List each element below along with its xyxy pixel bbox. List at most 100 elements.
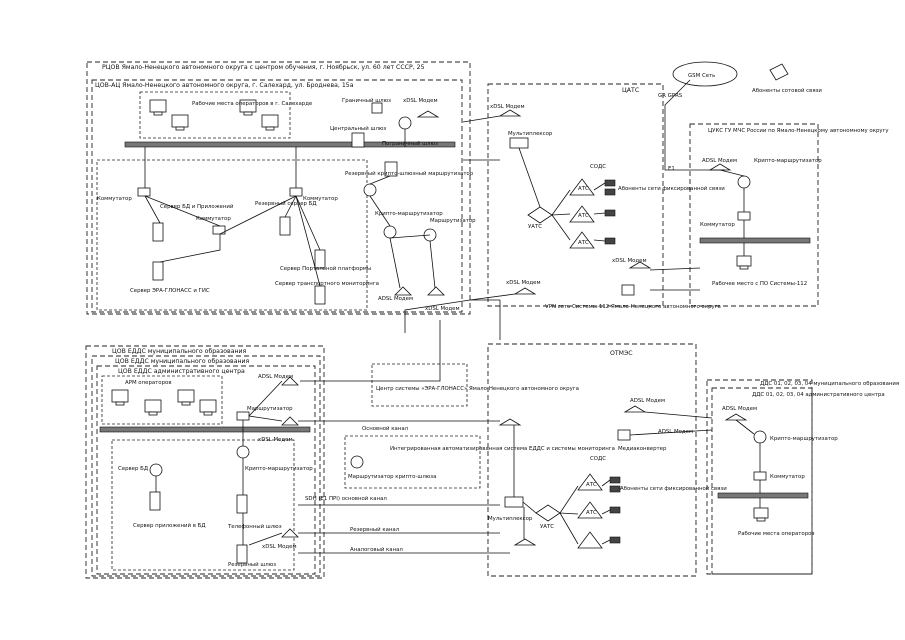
otmc-title: ОТМЭС <box>610 350 633 357</box>
ccb-title: ЦОВ-АЦ Ямало-Ненецкого автономного округ… <box>95 82 354 89</box>
eds-cdds-title2: ЦОВ ЕДДС муниципального образования <box>115 357 250 365</box>
arm-box <box>101 375 223 425</box>
dds-bus <box>717 492 809 499</box>
line2-label: SDH (E1 ПРI) основной канал <box>305 495 387 502</box>
otmc-phone-icon <box>609 476 621 544</box>
otmc-ats1-label: АТС <box>586 482 597 488</box>
links <box>144 129 436 289</box>
phone-icon <box>769 63 789 81</box>
modem-icon <box>394 110 445 296</box>
eds-outer-box <box>85 345 325 579</box>
mchs-link-label: xDSL Модем <box>612 258 647 264</box>
arm-monitor-icon <box>111 389 217 416</box>
mchs-workplace-label: Рабочее место с ПО Системы-112 <box>712 281 807 287</box>
otmc-ats2-label: АТС <box>586 510 597 516</box>
ats-box <box>487 83 664 307</box>
mchs-line-label: E1 <box>668 166 675 172</box>
mchs-adsl-label: ADSL Модем <box>702 158 737 164</box>
portal-server-label: Сервер Портальной платформы <box>280 265 371 272</box>
eds-server-backup-label: Резервный шлюз <box>228 561 276 568</box>
db-server-label: Сервер БД и Приложений <box>160 203 234 210</box>
xdsl-modem-bottom-label: xDSL Модем <box>425 306 460 312</box>
arm-label: АРМ операторов <box>125 380 172 386</box>
line3-label: Резервный канал <box>350 526 399 533</box>
dds-workplace-label: Рабочие места операторов <box>738 531 815 537</box>
otmc-mux-icon <box>504 496 524 508</box>
ats-so-label: СОДС <box>590 164 606 170</box>
eds-server-box <box>111 439 295 571</box>
servers-box <box>96 159 368 311</box>
ats1-label: АТС <box>578 186 589 192</box>
eds-crypto-label: Крипто-маршрутизатор <box>245 466 313 472</box>
otmc-box <box>487 343 697 577</box>
dds-monitor-icon <box>753 507 769 522</box>
mchs-modem-icon <box>708 163 732 171</box>
eds-router-label: Маршрутизатор <box>247 406 293 412</box>
ats-adsl-label: xDSL Модем <box>490 104 525 110</box>
long-connectors <box>462 79 725 436</box>
dds-modem-icon <box>724 413 748 421</box>
otmc-subscribers-label: Абоненты сети фиксированной связи <box>620 485 727 492</box>
eds-server-db-label: Сервер БД <box>118 466 148 472</box>
integration-router-icon <box>350 455 364 469</box>
main-switch-label: Коммутатор <box>196 216 231 222</box>
workplaces-label: Рабочие места операторов в г. Салехарде <box>192 101 313 107</box>
dds-links <box>735 419 761 508</box>
gsm-link-label: GR GPRS <box>658 93 683 99</box>
region-outer-box <box>86 61 471 315</box>
vpn-caption: VPN сеть Системы-112 Ямало-Ненецкого авт… <box>545 304 721 310</box>
integration-router-label: Маршрутизатор крипто-шлюза <box>348 474 436 480</box>
dds-switch-icon <box>753 471 767 481</box>
mchs-crypto-label: Крипто-маршрутизатор <box>754 158 822 164</box>
gsm-label: GSM Сеть <box>688 73 715 79</box>
mchs-switch-label: Коммутатор <box>700 222 735 228</box>
mchs-bus <box>699 237 811 244</box>
eds-adsl-label: ADSL Модем <box>258 374 293 380</box>
monitor-icon <box>149 99 279 131</box>
commutator-label: Коммутатор <box>97 196 132 202</box>
otmc-so-label: СОДС <box>590 456 606 462</box>
ats-router-label: Мультиплексор <box>508 131 553 137</box>
dds-title1: ДДС 01, 02, 03, 04 муниципального образо… <box>760 381 899 387</box>
dds-title2: ДДС 01, 02, 03, 04 административного цен… <box>752 392 885 398</box>
glonass-label: Центр системы «ЭРА-ГЛОНАСС» Ямало-Ненецк… <box>376 386 579 392</box>
router-label: Маршрутизатор <box>430 218 476 224</box>
ats-links <box>518 147 606 242</box>
crypto-router-label: Резервный крипто-шлюзный маршрутизатор <box>345 170 474 177</box>
otmc-links <box>513 425 611 545</box>
edge-router-label: Граничный шлюз <box>342 97 391 104</box>
eds-modem-icon <box>281 376 299 538</box>
dds-crypto-icon <box>753 430 767 444</box>
dds-crypto-label: Крипто-маршрутизатор <box>770 436 838 442</box>
integration-label: Интегрированная автоматизированная систе… <box>390 446 615 452</box>
central-router-label: Центральный шлюз <box>330 125 386 132</box>
ats-modem-icon <box>498 109 652 296</box>
region-title: РЦОВ Ямало-Ненецкого автономного округа … <box>102 63 425 71</box>
ats2-label: АТС <box>578 213 589 219</box>
xdsl-modem-top-label: xDSL Модем <box>403 98 438 104</box>
otmc-uats-icon <box>535 504 561 522</box>
eds-router-icon <box>149 411 250 477</box>
dds-adsl-label: ADSL Модем <box>722 406 757 412</box>
otmc-mux-label: Мультиплексор <box>488 516 533 522</box>
crypto-router-short-label: Крипто-маршрутизатор <box>375 211 443 217</box>
otmc-ats-triangle-icon <box>577 473 603 549</box>
workplaces-box <box>139 91 291 139</box>
adsl-modem-bottom-label: ADSL Модем <box>378 296 413 302</box>
geo-server-label: Сервер ЭРА-ГЛОНАСС и ГИС <box>130 288 210 294</box>
gsm-subscribers-label: Абоненты сотовой связи <box>752 87 822 94</box>
eds-server-icon <box>149 491 248 564</box>
gsm-cloud <box>672 61 738 87</box>
eds-shdsl2-label: xDSL Модем <box>262 544 297 550</box>
dds-switch-label: Коммутатор <box>770 474 805 480</box>
server-terminal-label: Резервный сервер БД <box>255 200 317 207</box>
ats-subscribers-label: Абоненты сети фиксированной связи <box>618 185 725 192</box>
ats3-label: АТС <box>578 240 589 246</box>
phone-set-icon <box>604 179 616 245</box>
mchs-monitor-icon <box>736 255 752 270</box>
eds-cdds-title: ЦОВ ЕДДС муниципального образования <box>112 347 247 355</box>
ats-uats-label: УАТС <box>528 224 542 230</box>
otmc-modem-icon <box>498 405 647 546</box>
eds-server-tel-label: Телефонный шлюз <box>227 523 282 530</box>
